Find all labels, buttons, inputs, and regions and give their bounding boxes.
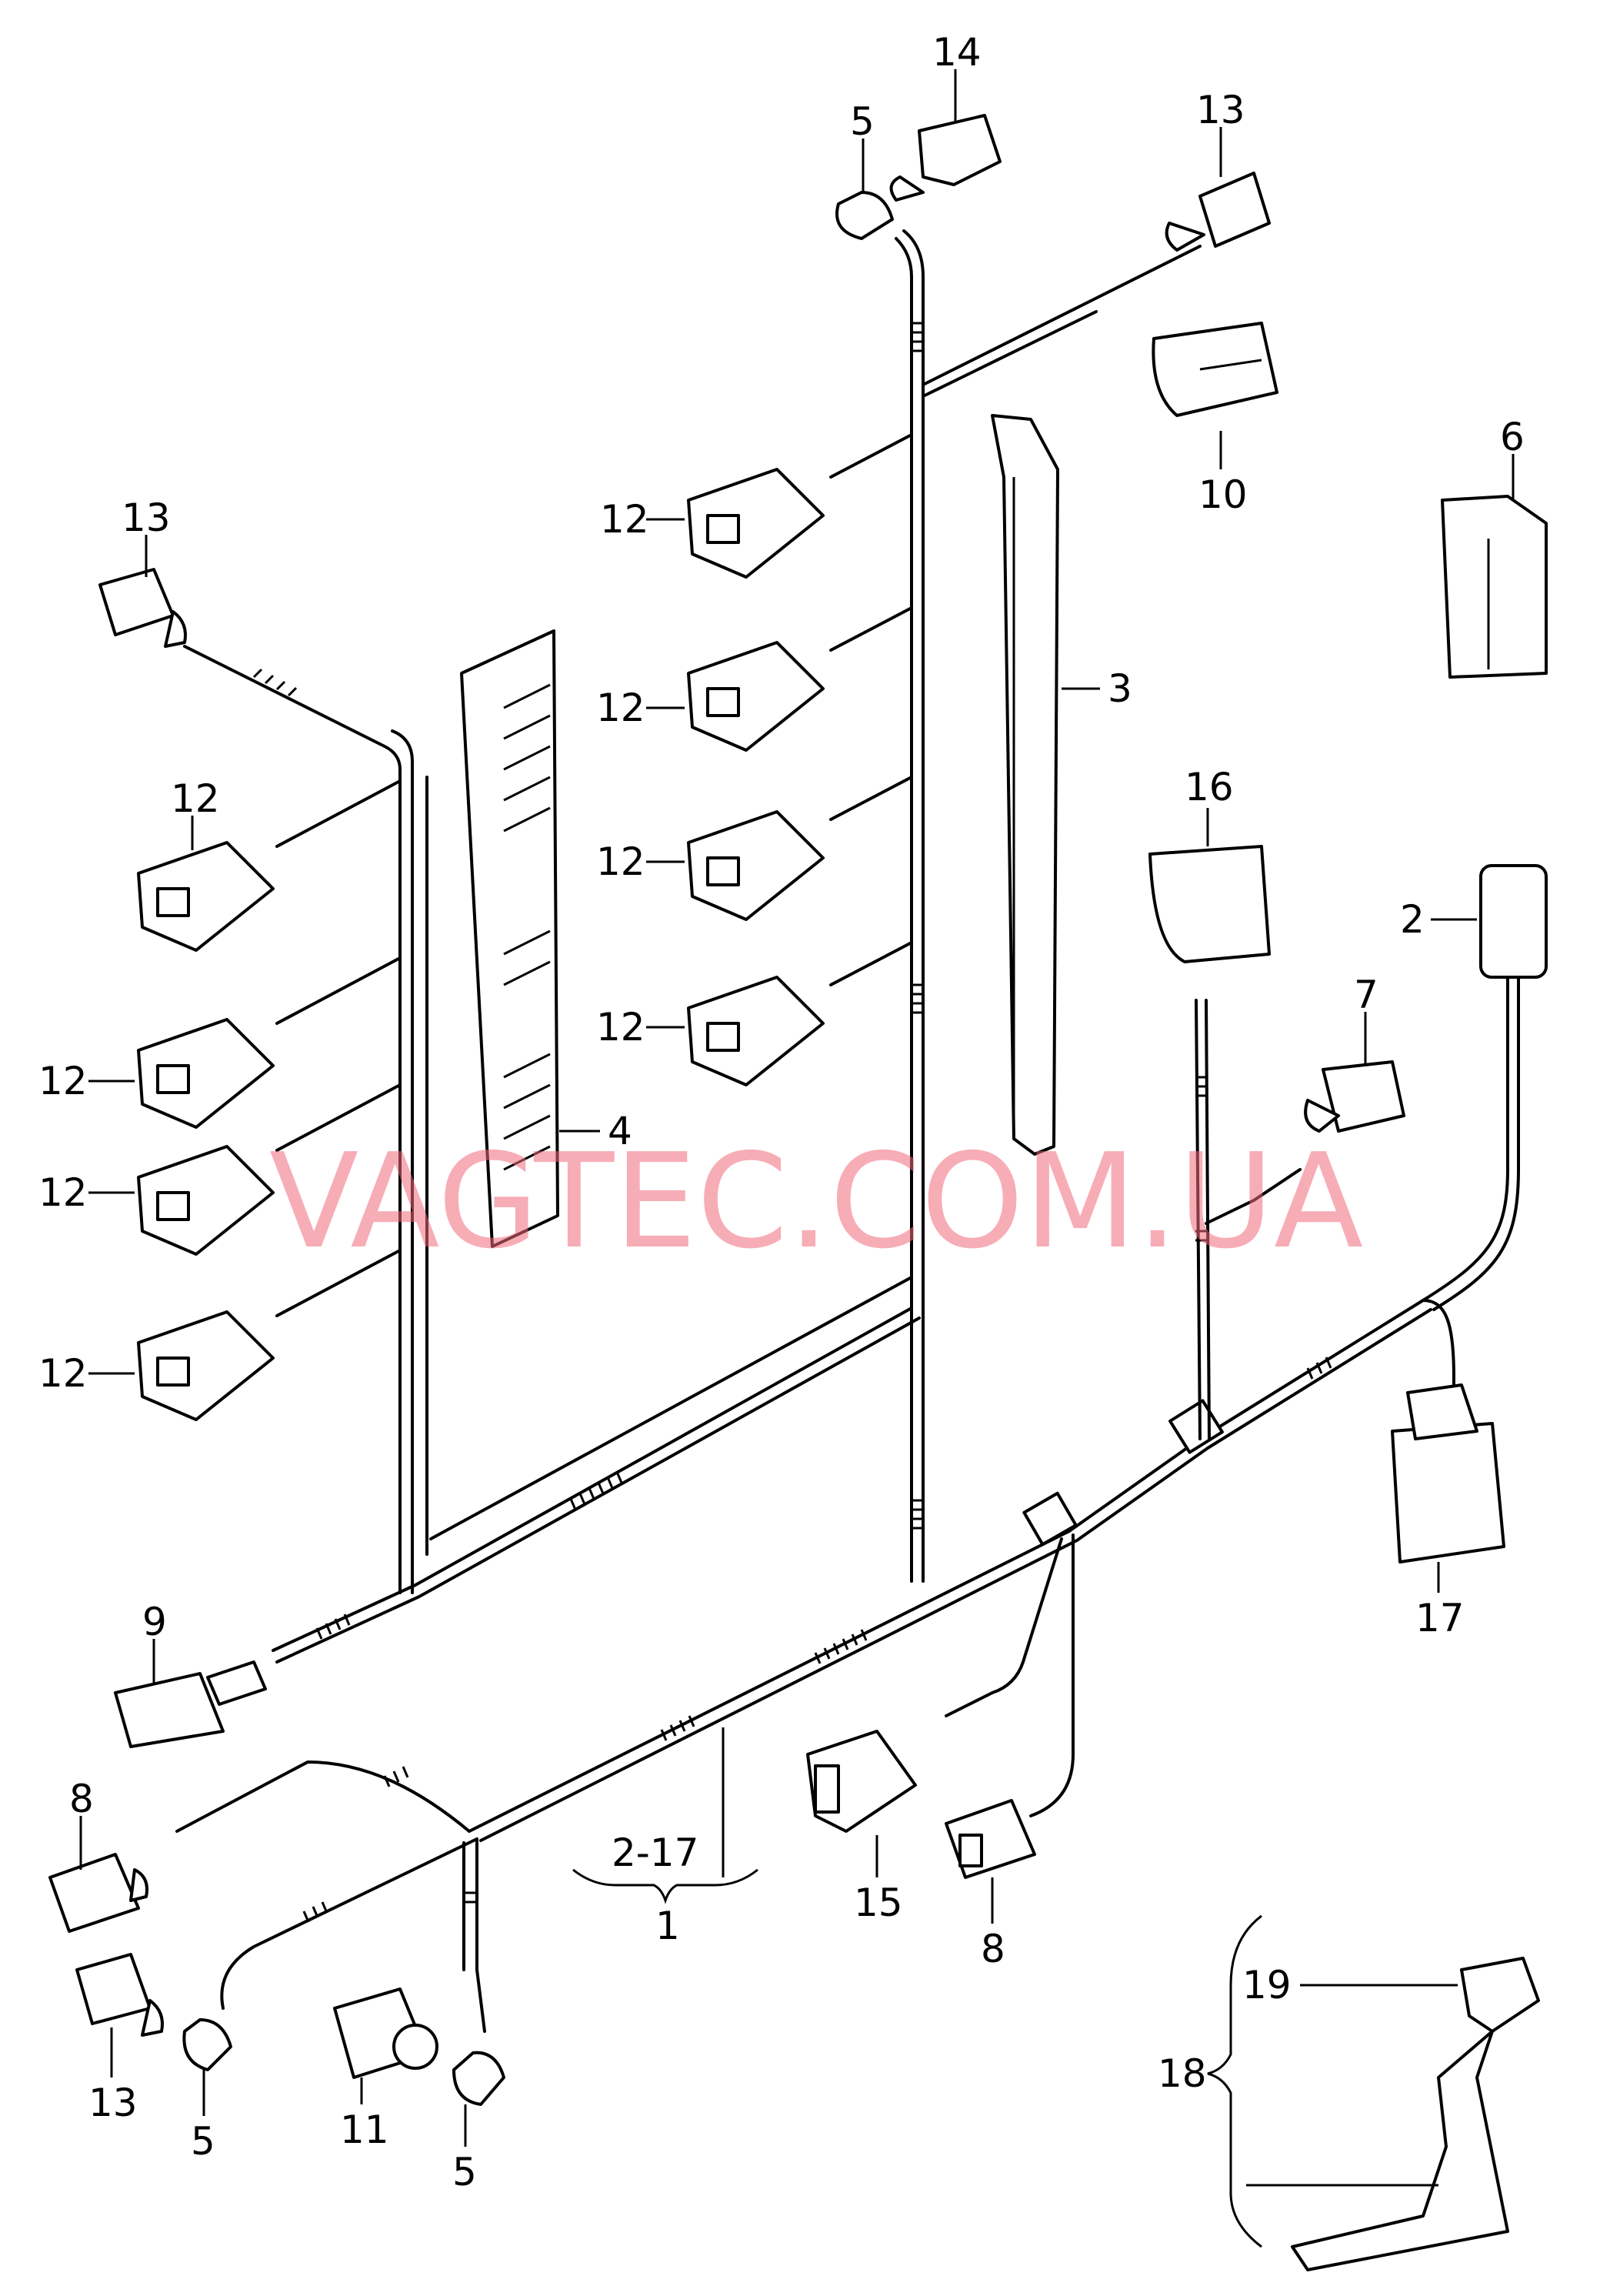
label-13-bottom: 13 xyxy=(88,2081,138,2125)
label-12-center-b: 12 xyxy=(596,686,645,730)
bracket-3[interactable] xyxy=(991,414,1059,1156)
label-8-left: 8 xyxy=(69,1777,94,1821)
label-12-center-a: 12 xyxy=(600,497,649,542)
label-10: 10 xyxy=(1198,472,1248,517)
label-9: 9 xyxy=(142,1600,167,1644)
watermark: VAGTEC.COM.UA xyxy=(269,1126,1363,1278)
label-12-left-d: 12 xyxy=(38,1351,88,1396)
label-4: 4 xyxy=(608,1109,632,1153)
sleeve-2[interactable] xyxy=(1479,864,1548,979)
connector-13-left[interactable] xyxy=(98,568,187,648)
connector-13-bottom[interactable] xyxy=(75,1953,164,2037)
label-5-bottom-right: 5 xyxy=(452,2150,477,2194)
label-6: 6 xyxy=(1500,415,1525,459)
connector-12-left-c[interactable] xyxy=(137,1145,275,1256)
grommet-5-bottom-left[interactable] xyxy=(182,2018,232,2071)
connector-12-center-b[interactable] xyxy=(687,641,825,752)
label-19: 19 xyxy=(1242,1963,1292,2007)
connector-13-top[interactable] xyxy=(1165,172,1271,252)
harness-trunk xyxy=(175,229,1520,2033)
connector-14[interactable] xyxy=(889,114,1002,202)
connector-17[interactable] xyxy=(1391,1383,1505,1563)
connector-15[interactable] xyxy=(806,1730,917,1833)
label-16: 16 xyxy=(1185,765,1234,809)
label-2: 2 xyxy=(1400,897,1425,942)
comb-bracket-4[interactable] xyxy=(460,629,559,1248)
label-15: 15 xyxy=(854,1881,903,1925)
label-12-center-c: 12 xyxy=(596,839,645,884)
label-5-top: 5 xyxy=(850,99,875,144)
connector-9[interactable] xyxy=(114,1660,267,1748)
connector-12-center-d[interactable] xyxy=(687,976,825,1086)
connector-12-left-d[interactable] xyxy=(137,1310,275,1421)
connector-12-center-a[interactable] xyxy=(687,468,825,579)
part-labels: 14 5 13 10 6 13 12 12 12 12 12 12 12 12 … xyxy=(38,30,1525,2194)
connector-6[interactable] xyxy=(1441,495,1548,679)
label-2-17: 2-17 xyxy=(612,1830,698,1875)
label-14: 14 xyxy=(932,30,982,75)
connector-8-left[interactable] xyxy=(48,1853,148,1933)
label-11: 11 xyxy=(340,2107,389,2152)
grommet-5-top[interactable] xyxy=(835,191,894,240)
connector-7[interactable] xyxy=(1304,1060,1405,1133)
connector-8-right[interactable] xyxy=(945,1799,1036,1879)
label-12-center-d: 12 xyxy=(596,1005,645,1050)
label-1: 1 xyxy=(655,1904,680,1948)
label-3: 3 xyxy=(1108,666,1132,711)
label-7: 7 xyxy=(1354,973,1378,1017)
label-18: 18 xyxy=(1158,2051,1207,2096)
bracket-18[interactable] xyxy=(1291,1957,1540,2271)
connector-10[interactable] xyxy=(1152,322,1278,417)
connector-12-left-b[interactable] xyxy=(137,1018,275,1129)
label-17: 17 xyxy=(1415,1596,1465,1640)
label-13-top: 13 xyxy=(1196,88,1245,132)
connector-12-left-a[interactable] xyxy=(137,841,275,952)
connector-16[interactable] xyxy=(1148,845,1271,963)
label-8-right: 8 xyxy=(981,1927,1005,1971)
label-5-bottom-left: 5 xyxy=(191,2119,215,2164)
label-13-left: 13 xyxy=(122,496,171,540)
connector-11[interactable] xyxy=(333,1987,438,2079)
label-12-left-top: 12 xyxy=(171,776,220,821)
label-12-left-b: 12 xyxy=(38,1059,88,1103)
connector-12-center-c[interactable] xyxy=(687,810,825,921)
leader-lines xyxy=(79,69,1515,2248)
grommet-5-bottom-right[interactable] xyxy=(452,2051,505,2106)
label-12-left-c: 12 xyxy=(38,1170,88,1215)
